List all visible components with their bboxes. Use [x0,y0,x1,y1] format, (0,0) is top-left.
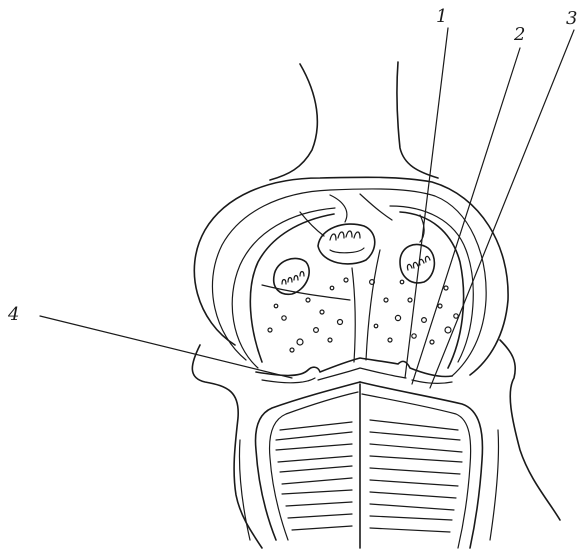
leader-line-3 [430,30,574,388]
leader-line-2 [412,48,520,384]
upper-stalk-outline [270,62,438,180]
label-2: 2 [514,26,525,44]
lower-body-outline-right [500,340,560,520]
leader-line-4 [40,316,292,378]
outer-sheath-right [490,430,499,540]
chamber-divider-left [352,268,355,362]
striated-block-left-inner [270,392,358,540]
granules [268,278,458,352]
chamber-divider-right [366,250,380,360]
leader-line-1 [405,28,448,378]
striations-left [276,422,352,530]
striated-block-right-outline [360,382,482,548]
lower-body-outline-left [192,345,262,548]
striations-right [370,420,462,532]
label-1: 1 [436,8,447,26]
label-4: 4 [8,306,19,324]
label-3: 3 [566,10,577,28]
organelle-top [318,224,375,264]
